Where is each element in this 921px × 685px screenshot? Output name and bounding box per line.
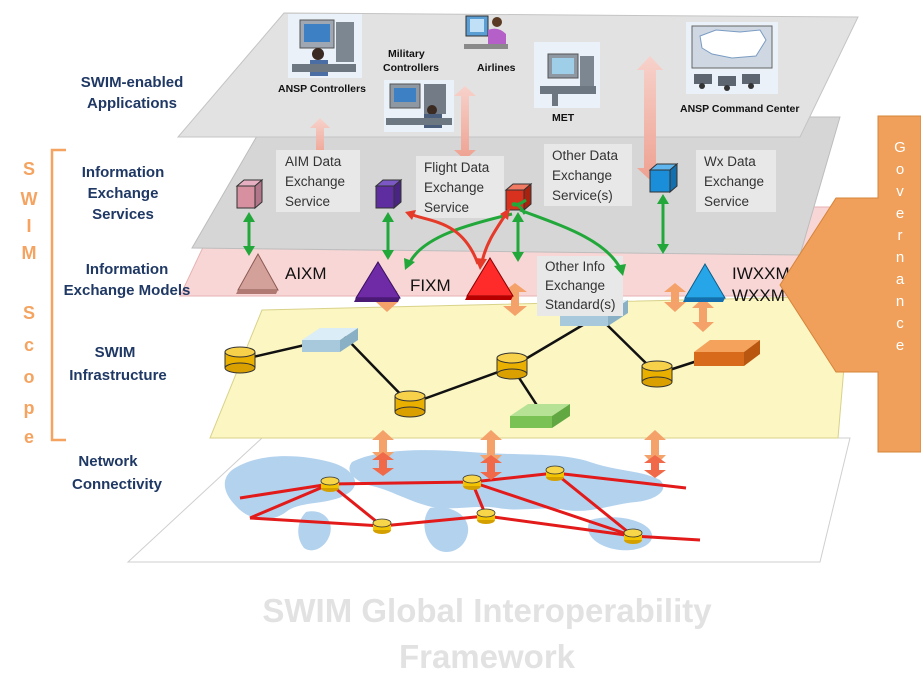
wx-service-cube [648, 162, 679, 194]
models-label-2: Exchange Models [64, 282, 191, 299]
ansp-controllers-label: ANSP Controllers [278, 83, 366, 95]
military-label-2: Controllers [383, 62, 439, 74]
aixm-label: AIXM [285, 264, 327, 283]
wx-service-line3: Service [704, 194, 749, 209]
other-service-line2: Exchange [552, 168, 612, 183]
orange-layer-arrows [372, 283, 714, 466]
gov-letter-2: o [896, 161, 904, 178]
aim-service-line1: AIM Data [285, 154, 342, 169]
world-map [224, 450, 664, 552]
network-arrows [372, 452, 666, 480]
fixm-triangle [354, 261, 401, 302]
scope-letters: S W I M S c o p e [21, 159, 38, 447]
gov-letter-4: e [896, 205, 904, 222]
aim-service-line2: Exchange [285, 174, 345, 189]
scope-letter-8: p [24, 398, 35, 418]
flight-service-cube [374, 178, 403, 210]
green-arrowheads [243, 194, 669, 276]
wx-service-line2: Exchange [704, 174, 764, 189]
scope-letter-2: W [21, 189, 38, 209]
command-center-image [686, 22, 778, 94]
gov-letter-9: c [896, 315, 904, 332]
other-model-triangle [465, 257, 514, 300]
military-controllers-image [384, 80, 454, 132]
applications-label-2: Applications [87, 95, 177, 112]
infrastructure-plane [209, 295, 851, 439]
scope-letter-6: c [24, 335, 34, 355]
flight-service-line2: Exchange [424, 180, 484, 195]
services-label-1: Information [82, 164, 165, 181]
infra-db-3 [496, 352, 528, 380]
gov-letter-8: n [896, 293, 904, 310]
service-box-other [544, 144, 632, 206]
service-box-wx [696, 150, 776, 212]
infra-router-3 [510, 404, 570, 428]
ansp-controllers-image [288, 14, 362, 78]
other-model-line2: Exchange [545, 278, 605, 293]
green-arrows [247, 198, 665, 269]
service-box-aim [276, 150, 360, 212]
governance-letters: G o v e r n a n c e [894, 139, 906, 354]
gov-letter-7: a [896, 271, 905, 288]
gov-letter-10: e [896, 337, 904, 354]
gov-letter-6: n [896, 249, 904, 266]
command-center-label: ANSP Command Center [680, 103, 799, 115]
gov-letter-3: v [896, 183, 904, 200]
service-box-flight [416, 156, 504, 218]
infra-router-1 [302, 328, 358, 352]
scope-letter-7: o [24, 367, 35, 387]
met-image [534, 42, 600, 108]
infra-db-4 [641, 360, 673, 388]
aim-service-line3: Service [285, 194, 330, 209]
applications-label-1: SWIM-enabled [81, 74, 184, 91]
airlines-image [464, 15, 508, 49]
other-service-line1: Other Data [552, 148, 619, 163]
gov-letter-5: r [898, 227, 903, 244]
network-links [239, 471, 701, 542]
title-line-1: SWIM Global Interoperability [262, 592, 712, 629]
models-label-1: Information [86, 261, 169, 278]
military-label-1: Military [388, 48, 425, 60]
other-service-line3: Service(s) [552, 188, 613, 203]
wx-service-line1: Wx Data [704, 154, 756, 169]
network-nodes [320, 465, 643, 544]
iwxxm-label-1: IWXXM/ [732, 264, 795, 283]
scope-letter-5: S [23, 303, 35, 323]
iwxxm-label-2: WXXM [732, 286, 785, 305]
scope-bracket [50, 148, 66, 442]
network-label-2: Connectivity [72, 476, 163, 493]
title-line-2: Framework [399, 638, 576, 675]
fixm-label: FIXM [410, 276, 451, 295]
scope-letter-4: M [22, 243, 37, 263]
scope-letter-3: I [26, 216, 31, 236]
flight-service-line1: Flight Data [424, 160, 490, 175]
infrastructure-label-1: SWIM [95, 344, 136, 361]
infra-db-2 [394, 390, 426, 418]
app-service-arrows [310, 56, 663, 180]
network-label-1: Network [78, 453, 138, 470]
aim-service-cube [235, 178, 264, 210]
infrastructure-label-2: Infrastructure [69, 367, 167, 384]
met-label: MET [552, 112, 575, 124]
infra-router-4 [694, 340, 760, 366]
gov-letter-1: G [894, 139, 906, 156]
services-label-3: Services [92, 206, 154, 223]
flight-service-line3: Service [424, 200, 469, 215]
aixm-triangle [236, 252, 279, 294]
iwxxm-triangle [683, 263, 726, 302]
services-label-2: Exchange [88, 185, 159, 202]
other-model-line3: Standard(s) [545, 297, 616, 312]
other-model-box [537, 256, 623, 316]
airlines-label: Airlines [477, 62, 516, 74]
other-model-line1: Other Info [545, 259, 605, 274]
infra-db-1 [224, 346, 256, 374]
governance-arrow [779, 115, 921, 453]
scope-letter-9: e [24, 427, 34, 447]
red-arrows [409, 212, 508, 265]
red-arrowheads [405, 208, 510, 270]
scope-letter-1: S [23, 159, 35, 179]
